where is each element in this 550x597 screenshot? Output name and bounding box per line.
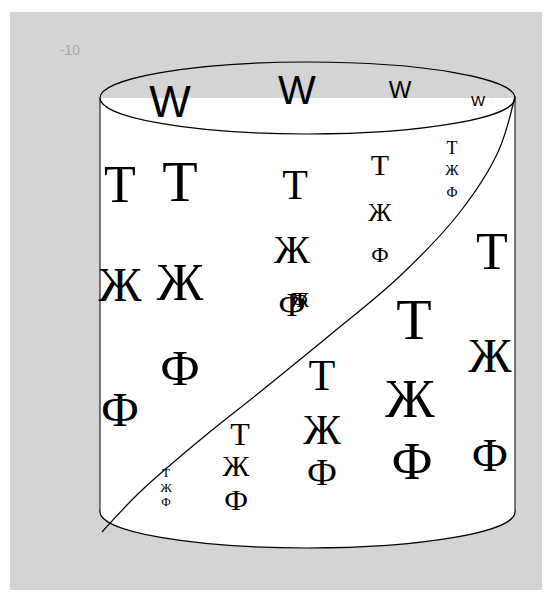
wall-letter: T <box>476 226 508 278</box>
axis-tick: -10 <box>60 43 80 57</box>
wall-letter: Ж <box>368 200 391 226</box>
wall-letter: Ф <box>101 386 139 434</box>
rim-letter: W <box>149 80 191 124</box>
wall-letter: Ж <box>223 451 250 481</box>
wall-letter: Ж <box>274 230 310 270</box>
wall-letter: Ф <box>224 485 248 515</box>
wall-letter: T <box>371 150 389 180</box>
wall-letter: Ф <box>161 496 170 508</box>
wall-letter: Ф <box>371 244 388 266</box>
wall-letter: Ж <box>157 257 204 309</box>
wall-letter: T <box>282 164 308 206</box>
cylinder-rim <box>100 62 515 134</box>
wall-letter: Ж <box>98 261 141 309</box>
wall-letter: T <box>230 418 250 450</box>
wall-letter: T <box>396 291 431 349</box>
rim-letter: W <box>278 70 316 110</box>
cylinder-side <box>515 98 516 512</box>
background-panel <box>10 12 542 590</box>
wall-letter: T <box>162 153 197 211</box>
wall-letter: Ж <box>445 163 458 178</box>
wall-letter: T <box>104 159 136 211</box>
wall-letter: Ф <box>160 343 200 393</box>
helix-cut <box>102 96 515 532</box>
wall-letter: Ж <box>468 332 511 380</box>
wall-letter: T <box>162 466 170 479</box>
wall-letter: Ф <box>292 290 308 310</box>
wall-letter: Ж <box>385 371 434 426</box>
wall-letter: Ф <box>472 433 508 479</box>
rim-letter: W <box>471 93 485 108</box>
wall-letter: Ф <box>391 436 432 488</box>
rim-letter: W <box>389 78 412 102</box>
wall-letter: Ф <box>307 453 337 491</box>
wall-letter: T <box>309 354 336 398</box>
wall-letter: Ф <box>446 186 457 200</box>
cylinder-face <box>100 98 515 512</box>
wall-letter: Ж <box>303 409 341 451</box>
wall-letter: Ж <box>160 481 172 494</box>
wall-letter: T <box>447 139 458 157</box>
